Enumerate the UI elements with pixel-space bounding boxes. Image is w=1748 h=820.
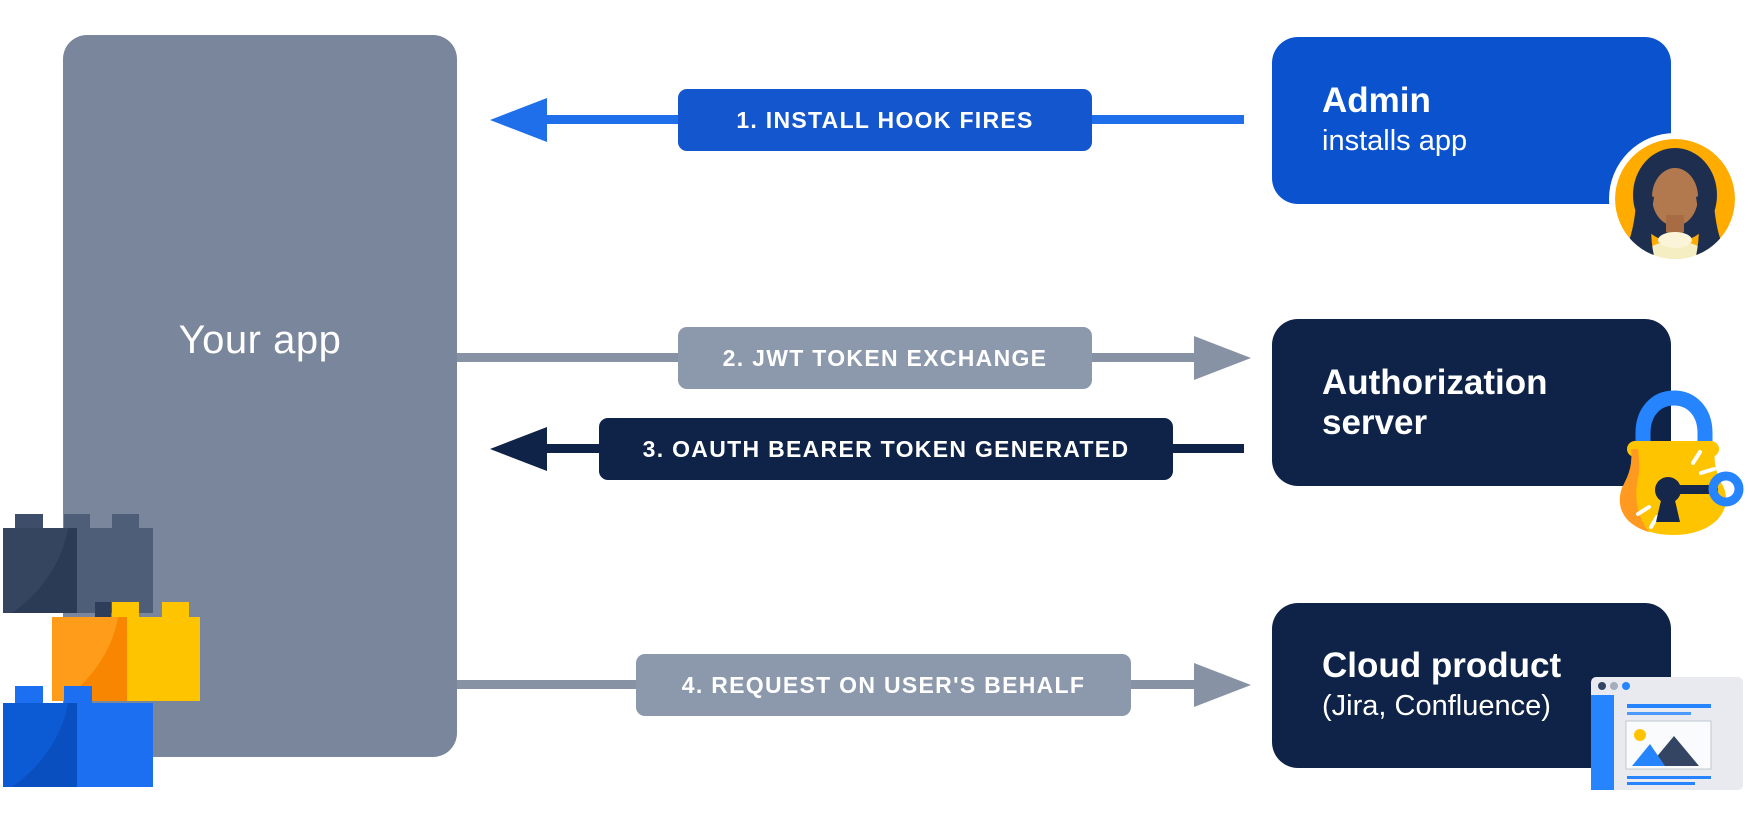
your-app-label: Your app [178,318,342,362]
browser-window-icon [1591,677,1743,790]
flow1-left-arrowhead-icon [490,98,547,142]
admin-subtitle: installs app [1322,124,1468,157]
flow2-right-arrowhead-icon [1194,336,1251,380]
cloud-product-title: Cloud product [1322,645,1562,685]
padlock-key-icon [1619,390,1744,535]
authorization-server-box: Authorization server [1272,319,1671,486]
admin-box: Admin installs app [1272,37,1671,204]
admin-avatar-icon [1609,133,1741,265]
flow2-badge: 2. JWT TOKEN EXCHANGE [678,327,1092,389]
flow4-label: 4. REQUEST ON USER'S BEHALF [681,671,1086,698]
flow1-label: 1. INSTALL HOOK FIRES [736,106,1034,133]
flow2-label: 2. JWT TOKEN EXCHANGE [722,344,1048,371]
flow4-right-arrowhead-icon [1194,663,1251,707]
cloud-product-subtitle: (Jira, Confluence) [1322,689,1551,722]
flow1-badge: 1. INSTALL HOOK FIRES [678,89,1092,151]
admin-title: Admin [1322,80,1431,120]
flow4-badge: 4. REQUEST ON USER'S BEHALF [636,654,1131,716]
lego-bricks-icon [3,514,200,787]
flow3-label: 3. OAUTH BEARER TOKEN GENERATED [642,435,1130,462]
flow3-left-arrowhead-icon [490,427,547,471]
flow3-badge: 3. OAUTH BEARER TOKEN GENERATED [599,418,1173,480]
authorization-server-title: Authorization server [1322,363,1548,442]
